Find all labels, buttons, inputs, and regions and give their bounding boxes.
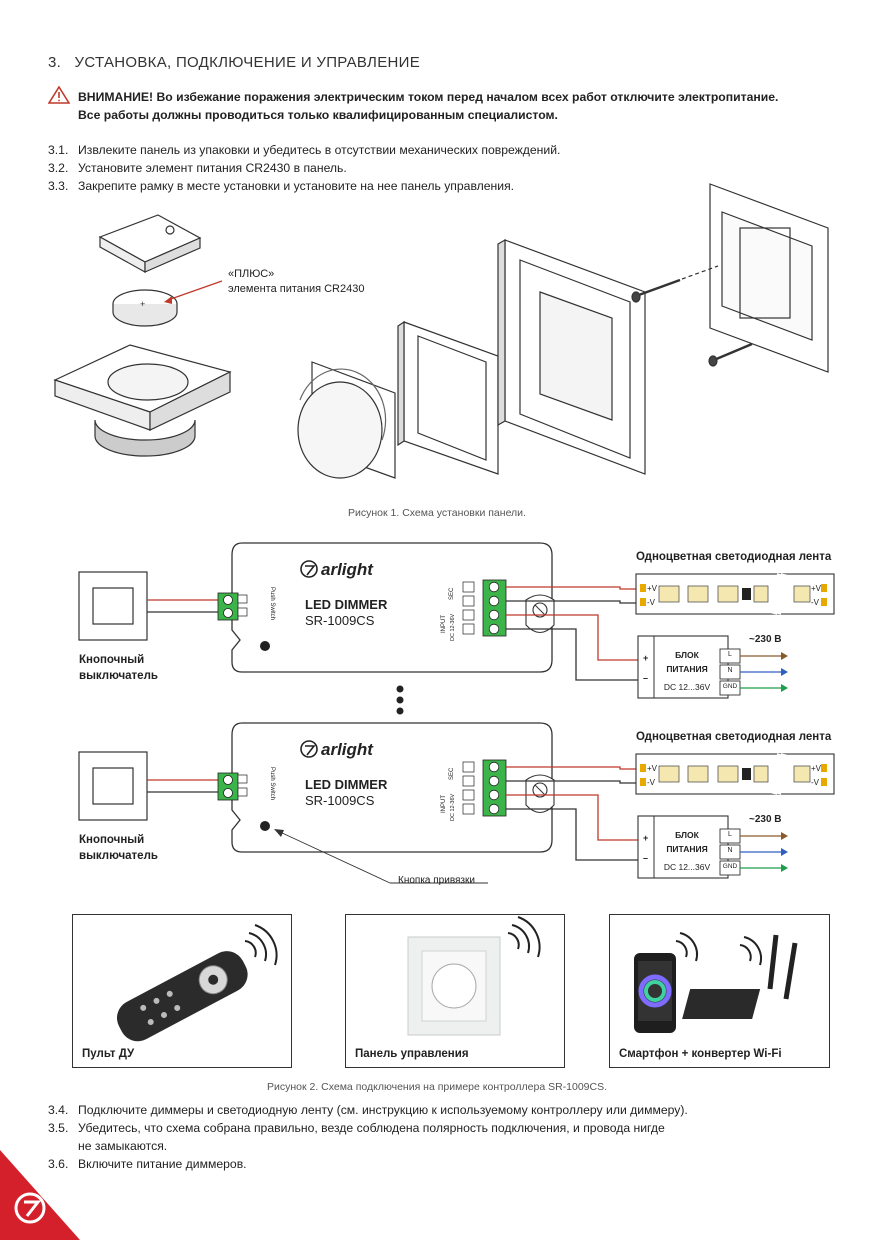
warning-icon [48,86,70,104]
step-3-5-continued: не замыкаются. [78,1139,168,1153]
battery-coin [112,289,178,327]
outer-frame [497,238,646,475]
psu-plus-1: + [643,653,649,663]
step-3-1: 3.1.Извлеките панель из упаковки и убеди… [48,143,561,157]
strip-plus-right-1: +V [811,584,822,593]
input-label-2: INPUT [441,795,447,813]
battery-pointer-arrow [164,296,172,304]
card-wall-panel: Панель управления [345,914,565,1068]
inner-frame [397,320,499,475]
corner-brand-logo [0,1150,80,1240]
figure1-caption: Рисунок 1. Схема установки панели. [348,507,526,519]
wiring-block-2 [79,723,834,878]
remote-control-icon [116,924,278,1042]
strip-minus-right-2: -V [811,778,819,787]
smartphone-wifi-converter-icon [634,932,798,1033]
screw-1 [631,265,719,303]
push-switch-label-2: Push Switch [269,767,275,801]
strip-title-2: Одноцветная светодиодная лента [636,731,832,743]
psu-spec-2: DC 12...36V [663,862,711,872]
card-smartphone: Смартфон + конвертер Wi-Fi [609,914,830,1068]
strip-plus-left-1: +V [647,584,658,593]
step-3-5: 3.5.Убедитесь, что схема собрана правиль… [48,1121,665,1135]
step-3-3: 3.3.Закрепите рамку в месте установки и … [48,179,515,193]
psu-spec-1: DC 12...36V [663,682,711,692]
step-3-6: 3.6.Включите питание диммеров. [48,1157,247,1171]
device-title-2: LED DIMMER [305,777,388,792]
warning-line-1: ВНИМАНИЕ! Во избежание поражения электри… [78,90,779,104]
continuation-dots [396,685,404,715]
device-model-2: SR-1009CS [305,793,375,808]
card-remote: Пульт ДУ [72,914,292,1068]
battery-plus-mark: + [140,299,145,309]
section-title: 3. УСТАНОВКА, ПОДКЛЮЧЕНИЕ И УПРАВЛЕНИЕ [48,54,420,71]
term-l-2: L [728,831,732,838]
warning-text: ВНИМАНИЕ! Во избежание поражения электри… [78,88,778,124]
device-title-1: LED DIMMER [305,597,388,612]
sec-label-2: SEC [449,767,455,780]
wiring-diagram [0,0,874,884]
dimmer-knob [297,361,396,479]
strip-title-1: Одноцветная светодиодная лента [636,551,832,563]
section-number: 3. [48,54,62,71]
card-remote-label: Пульт ДУ [82,1048,135,1060]
strip-plus-right-2: +V [811,764,822,773]
strip-minus-right-1: -V [811,598,819,607]
card-wall-panel-label: Панель управления [355,1048,469,1060]
step-3-2: 3.2.Установите элемент питания CR2430 в … [48,161,347,175]
figure2-caption: Рисунок 2. Схема подключения на примере … [266,1081,608,1093]
battery-cover [98,214,202,274]
brand-name-1: arlight [321,560,373,579]
warning-line-2: Все работы должны проводиться только ква… [78,108,558,122]
wall-panel-icon [407,916,541,1036]
battery-label-2: элемента питания CR2430 [228,283,365,295]
strip-plus-left-2: +V [647,764,658,773]
bind-button-pointer [279,831,391,884]
psu-minus-2: – [643,853,649,863]
battery-label-1: «ПЛЮС» [228,268,275,280]
strip-minus-left-1: -V [647,598,655,607]
mains-label-1: ~230 В [749,634,782,645]
term-n-2: N [727,847,733,854]
battery-pointer-line [167,280,223,301]
installation-drawing: + [53,183,829,479]
screw-2 [708,342,753,367]
term-gnd-1: GND [722,683,738,690]
input-spec-2: DC 12-36V [450,793,456,821]
push-switch-label-1: Push Switch [269,587,275,621]
psu-plus-2: + [643,833,649,843]
section-title-text: УСТАНОВКА, ПОДКЛЮЧЕНИЕ И УПРАВЛЕНИЕ [74,54,421,71]
device-model-1: SR-1009CS [305,613,375,628]
wiring-block-1 [79,543,834,698]
panel-base [53,344,232,457]
psu-minus-1: – [643,673,649,683]
sec-label-1: SEC [449,587,455,600]
brand-name-2: arlight [321,740,373,759]
input-label-1: INPUT [441,615,447,633]
mounting-plate [709,183,829,373]
mains-label-2: ~230 В [749,814,782,825]
bind-button-arrow [274,829,284,837]
term-l-1: L [728,651,732,658]
card-smartphone-label: Смартфон + конвертер Wi-Fi [619,1048,782,1060]
input-spec-1: DC 12-36V [450,613,456,641]
step-3-4: 3.4.Подключите диммеры и светодиодную ле… [48,1103,688,1117]
term-gnd-2: GND [722,863,738,870]
strip-minus-left-2: -V [647,778,655,787]
term-n-1: N [727,667,733,674]
bind-button-label: Кнопка привязки [398,875,475,886]
